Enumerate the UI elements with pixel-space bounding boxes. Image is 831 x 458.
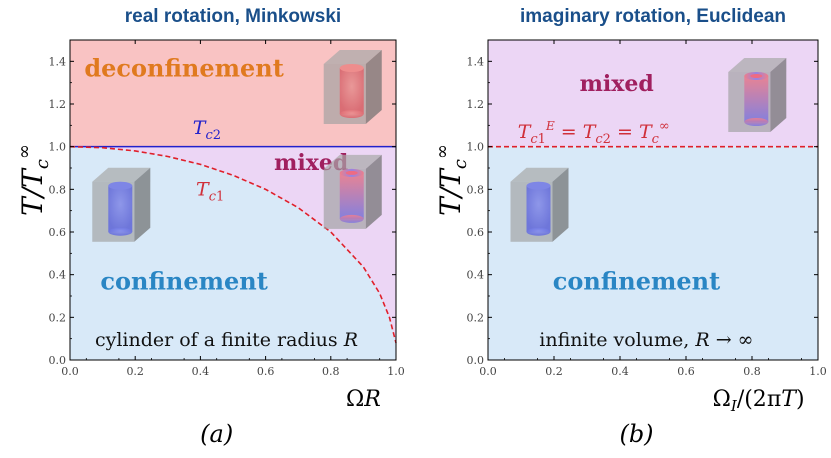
tc1-label: Tc1 [196, 179, 224, 205]
region-label-mixed: mixed [580, 71, 654, 97]
x-tick-label: 1.0 [809, 365, 827, 378]
x-tick-label: 0.4 [611, 365, 629, 378]
y-tick-label: 0.4 [49, 269, 67, 282]
x-tick-label: 0.0 [61, 365, 79, 378]
tc2-label: Tc2 [193, 117, 221, 143]
confinement-region [70, 146, 396, 360]
y-tick-label: 1.2 [49, 98, 67, 111]
series-line-1 [69, 145, 397, 344]
y-tick-label: 1.2 [467, 98, 485, 111]
panel-caption: (b) [619, 420, 653, 448]
line-label: Tc1E = Tc2 = Tc∞ [518, 119, 670, 147]
x-axis-label: ΩI/(2πT) [713, 387, 805, 415]
y-tick-label: 0.0 [467, 354, 485, 367]
svg-text:T/Tc∞: T/Tc∞ [432, 144, 471, 216]
svg-text:T/Tc∞: T/Tc∞ [14, 144, 53, 216]
y-tick-label: 1.0 [467, 141, 485, 154]
region-label-deconfinement: deconfinement [84, 53, 284, 82]
x-tick-label: 0.2 [545, 365, 563, 378]
y-tick-label: 1.4 [467, 55, 485, 68]
x-tick-label: 0.6 [257, 365, 275, 378]
bottom-note: infinite volume, R → ∞ [539, 329, 753, 351]
mixed-cylinder-box-icon [728, 58, 787, 132]
y-tick-label: 0.2 [467, 311, 485, 324]
y-tick-label: 0.4 [467, 269, 485, 282]
x-tick-label: 0.8 [743, 365, 761, 378]
y-tick-label: 0.2 [49, 311, 67, 324]
x-tick-label: 0.2 [126, 365, 144, 378]
x-tick-label: 0.8 [322, 365, 340, 378]
y-tick-label: 1.0 [49, 141, 67, 154]
x-axis-label: ΩR [346, 387, 381, 412]
x-tick-label: 0.6 [677, 365, 695, 378]
y-tick-label: 0.0 [49, 354, 67, 367]
region-label-confinement: confinement [100, 267, 267, 296]
region-label-confinement: confinement [553, 267, 720, 296]
plot-frame [487, 39, 819, 361]
y-axis-label: T/Tc∞ [14, 144, 53, 216]
blue-cylinder-box-icon [92, 167, 151, 242]
bottom-note: cylinder of a finite radius R [95, 329, 358, 351]
x-tick-label: 0.4 [192, 365, 210, 378]
panel-a: real rotation, Minkowski 0.0 0.2 0.4 0.6 0.8 1… [14, 6, 405, 448]
y-axis-label: T/Tc∞ [432, 144, 471, 216]
panel-b: imaginary rotation, Euclidean 0.0 0.2 0.4 0.… [432, 6, 827, 448]
x-tick-label: 1.0 [387, 365, 405, 378]
y-tick-label: 0.8 [467, 183, 485, 196]
y-tick-label: 0.6 [49, 226, 67, 239]
y-tick-label: 1.4 [49, 55, 67, 68]
y-tick-label: 0.6 [467, 226, 485, 239]
plot-frame [69, 39, 397, 361]
panel-caption: (a) [200, 420, 233, 448]
chart-title: real rotation, Minkowski [125, 6, 341, 27]
mixed-cylinder-box-icon [323, 154, 382, 229]
x-tick-label: 0.0 [479, 365, 497, 378]
chart-title: imaginary rotation, Euclidean [520, 6, 786, 27]
y-tick-label: 0.8 [49, 183, 67, 196]
blue-cylinder-box-icon [510, 167, 569, 242]
red-cylinder-box-icon [323, 50, 382, 124]
